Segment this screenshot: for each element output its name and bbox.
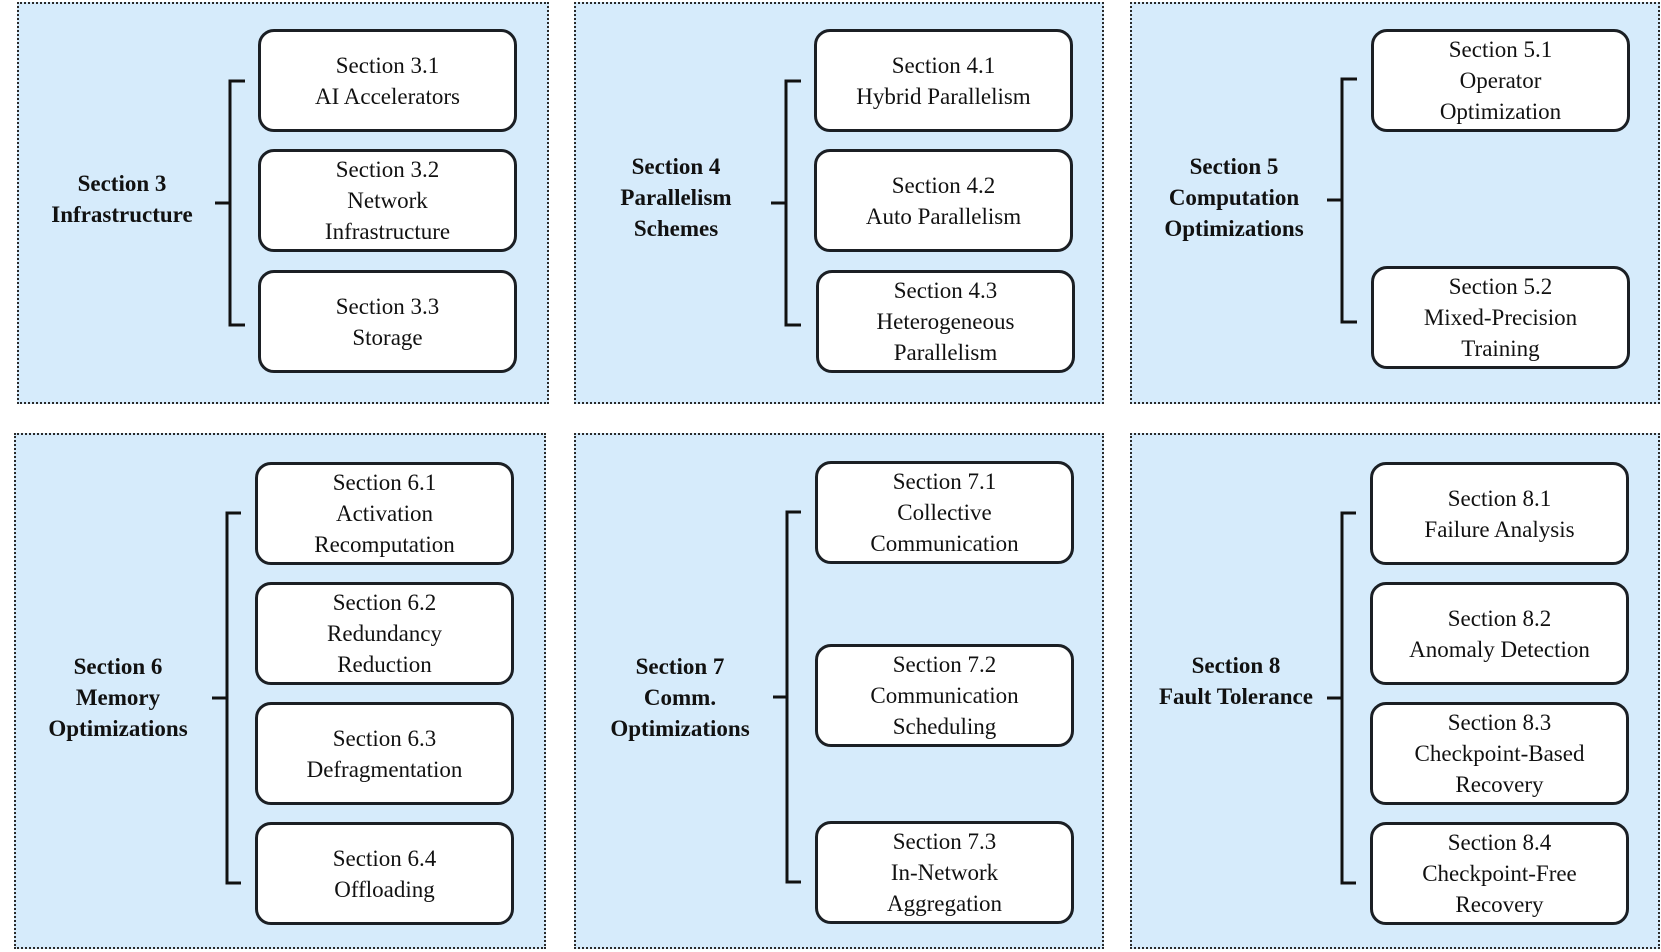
subsection-5-2: Section 5.2Mixed-PrecisionTraining <box>1371 266 1630 369</box>
subsection-8-1: Section 8.1Failure Analysis <box>1370 462 1629 565</box>
subsection-6-2: Section 6.2RedundancyReduction <box>255 582 514 685</box>
subsection-6-1: Section 6.1ActivationRecomputation <box>255 462 514 565</box>
section-8-label: Section 8Fault Tolerance <box>1159 653 1313 709</box>
subsection-7-2: Section 7.2CommunicationScheduling <box>815 644 1074 747</box>
section-7-label: Section 7Comm.Optimizations <box>610 654 750 741</box>
section-5-label: Section 5ComputationOptimizations <box>1164 154 1304 241</box>
subsection-3-3: Section 3.3Storage <box>258 270 517 373</box>
subsection-8-4: Section 8.4Checkpoint-FreeRecovery <box>1370 822 1629 925</box>
subsection-6-4: Section 6.4Offloading <box>255 822 514 925</box>
subsection-3-1: Section 3.1AI Accelerators <box>258 29 517 132</box>
subsection-8-3: Section 8.3Checkpoint-BasedRecovery <box>1370 702 1629 805</box>
subsection-3-2: Section 3.2NetworkInfrastructure <box>258 149 517 252</box>
subsection-4-2: Section 4.2Auto Parallelism <box>814 149 1073 252</box>
subsection-4-3: Section 4.3HeterogeneousParallelism <box>816 270 1075 373</box>
subsection-7-1: Section 7.1CollectiveCommunication <box>815 461 1074 564</box>
section-3-label: Section 3Infrastructure <box>51 171 193 227</box>
subsection-6-3: Section 6.3Defragmentation <box>255 702 514 805</box>
section-6-label: Section 6MemoryOptimizations <box>48 654 188 741</box>
subsection-4-1: Section 4.1Hybrid Parallelism <box>814 29 1073 132</box>
subsection-5-1: Section 5.1OperatorOptimization <box>1371 29 1630 132</box>
subsection-7-3: Section 7.3In-NetworkAggregation <box>815 821 1074 924</box>
section-4-label: Section 4ParallelismSchemes <box>620 154 732 241</box>
subsection-8-2: Section 8.2Anomaly Detection <box>1370 582 1629 685</box>
